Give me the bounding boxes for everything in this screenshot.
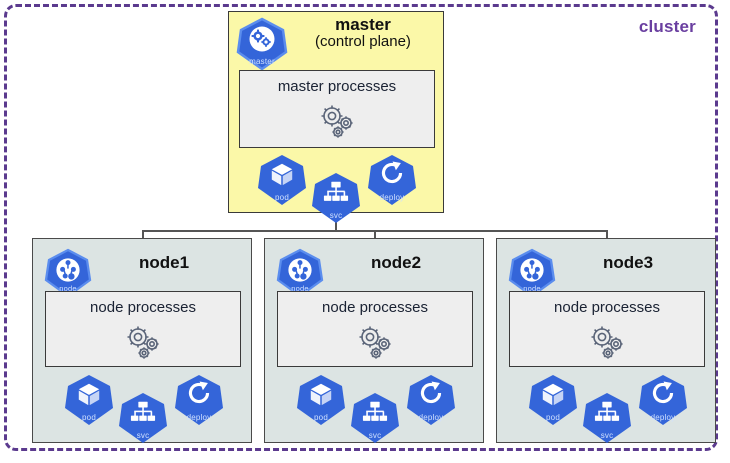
master-pod-caption: pod	[275, 193, 289, 202]
node3-deploy-caption: deploy	[650, 413, 676, 422]
connector-to-node1	[142, 230, 144, 239]
node1-deploy-badge: deploy	[174, 374, 224, 426]
connector-to-node2	[374, 230, 376, 239]
refresh-arrow-icon	[381, 161, 403, 184]
node-cluster-icon	[56, 258, 80, 282]
node2-processes-box: node processes	[277, 291, 473, 367]
master-svc-badge: svc	[311, 172, 361, 224]
gears-icon-shape	[127, 326, 159, 359]
node1-svc-badge: svc	[118, 392, 168, 444]
cluster-label: cluster	[638, 17, 696, 36]
cube-icon	[78, 383, 100, 406]
master-processes-label: master processes	[277, 78, 397, 95]
master-processes-box: master processes	[239, 70, 435, 148]
gears-icon-shape	[591, 326, 623, 359]
node2-processes-label: node processes	[322, 299, 428, 316]
node-box-node1: node node1 node processes	[32, 238, 252, 443]
node1-badge-caption: node	[59, 284, 77, 293]
node3-title: node3	[602, 253, 654, 272]
refresh-arrow-icon	[652, 381, 674, 404]
gears-icon	[313, 99, 361, 143]
node2-svc-caption: svc	[368, 431, 382, 440]
node-box-node3: node node3 node processes	[496, 238, 716, 443]
node-box-node2: node node2 node processes	[264, 238, 484, 443]
node1-deploy-caption: deploy	[186, 413, 212, 422]
gears-icon	[351, 320, 399, 364]
cluster-boundary	[4, 4, 718, 451]
cube-icon	[271, 163, 293, 186]
node-cluster-icon	[520, 258, 544, 282]
refresh-arrow-icon	[188, 381, 210, 404]
refresh-arrow-icon	[420, 381, 442, 404]
node2-badge-caption: node	[291, 284, 309, 293]
node-cluster-icon	[288, 258, 312, 282]
cube-icon	[310, 383, 332, 406]
node3-deploy-badge: deploy	[638, 374, 688, 426]
hierarchy-icon	[594, 401, 620, 421]
node3-svc-caption: svc	[600, 431, 614, 440]
node3-svc-badge: svc	[582, 392, 632, 444]
master-deploy-caption: deploy	[379, 193, 405, 202]
hexagon-shape	[297, 375, 345, 425]
connector-to-node3	[606, 230, 608, 239]
hexagon-shape	[65, 375, 113, 425]
node1-processes-box: node processes	[45, 291, 241, 367]
hierarchy-icon	[362, 401, 388, 421]
node2-pod-caption: pod	[314, 413, 328, 422]
hierarchy-icon	[323, 181, 349, 201]
master-node-box: master master (control plane) master pro…	[228, 11, 444, 223]
master-gears-icon	[249, 26, 275, 52]
node2-badge: node	[276, 248, 324, 298]
node2-deploy-caption: deploy	[418, 413, 444, 422]
node2-pod-badge: pod	[296, 374, 346, 426]
node3-pod-caption: pod	[546, 413, 560, 422]
node1-pod-badge: pod	[64, 374, 114, 426]
master-heading: master (control plane)	[287, 16, 439, 50]
gears-icon	[119, 320, 167, 364]
gears-icon-shape	[359, 326, 391, 359]
node1-title: node1	[138, 253, 190, 272]
node2-deploy-badge: deploy	[406, 374, 456, 426]
node3-badge-caption: node	[523, 284, 541, 293]
node3-processes-label: node processes	[554, 299, 660, 316]
node3-badge: node	[508, 248, 556, 298]
node1-pod-caption: pod	[82, 413, 96, 422]
master-subtitle: (control plane)	[315, 32, 411, 50]
master-deploy-badge: deploy	[367, 154, 417, 206]
master-title: master	[335, 15, 391, 34]
cube-icon	[542, 383, 564, 406]
node1-processes-label: node processes	[90, 299, 196, 316]
node3-pod-badge: pod	[528, 374, 578, 426]
master-pod-badge: pod	[257, 154, 307, 206]
gears-icon	[583, 320, 631, 364]
node1-badge: node	[44, 248, 92, 298]
hexagon-shape	[258, 155, 306, 205]
node2-title: node2	[370, 253, 422, 272]
master-svc-caption: svc	[329, 211, 343, 220]
node2-svc-badge: svc	[350, 392, 400, 444]
node3-processes-box: node processes	[509, 291, 705, 367]
master-badge-caption: master	[249, 57, 275, 66]
gears-icon-shape	[321, 105, 353, 138]
master-badge: master	[236, 17, 288, 71]
hexagon-shape	[529, 375, 577, 425]
node1-svc-caption: svc	[136, 431, 150, 440]
hierarchy-icon	[130, 401, 156, 421]
